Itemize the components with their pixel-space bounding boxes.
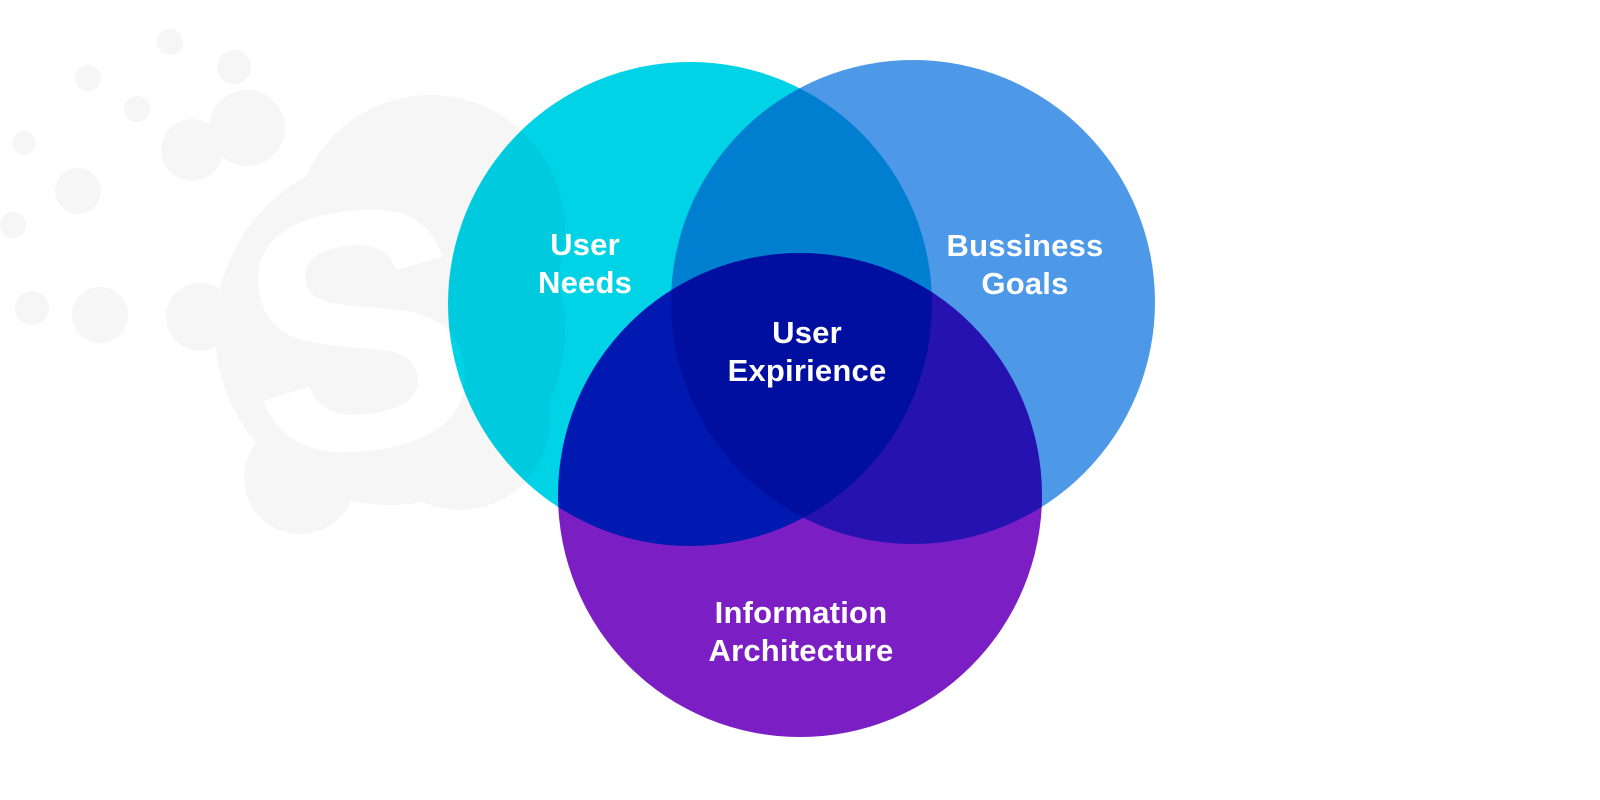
watermark-blob	[166, 283, 234, 351]
label-user-experience: User Expirience	[727, 315, 887, 388]
venn-circle-information-architecture	[558, 253, 1042, 737]
watermark-dot	[124, 96, 150, 122]
watermark-blob	[244, 422, 356, 534]
label-information-architecture: Information Architecture	[708, 595, 894, 668]
watermark-dot	[12, 131, 36, 155]
watermark-dot	[157, 29, 183, 55]
watermark-dot	[217, 50, 251, 84]
watermark-dot	[75, 65, 101, 91]
watermark-dot	[15, 291, 49, 325]
watermark-dot	[0, 212, 26, 238]
watermark-dot	[161, 119, 223, 181]
watermark-dot	[72, 287, 128, 343]
label-user-needs: User Needs	[537, 227, 633, 300]
label-business-goals: Bussiness Goals	[946, 228, 1104, 301]
watermark-dot	[55, 168, 101, 214]
watermark-blob	[209, 90, 285, 166]
